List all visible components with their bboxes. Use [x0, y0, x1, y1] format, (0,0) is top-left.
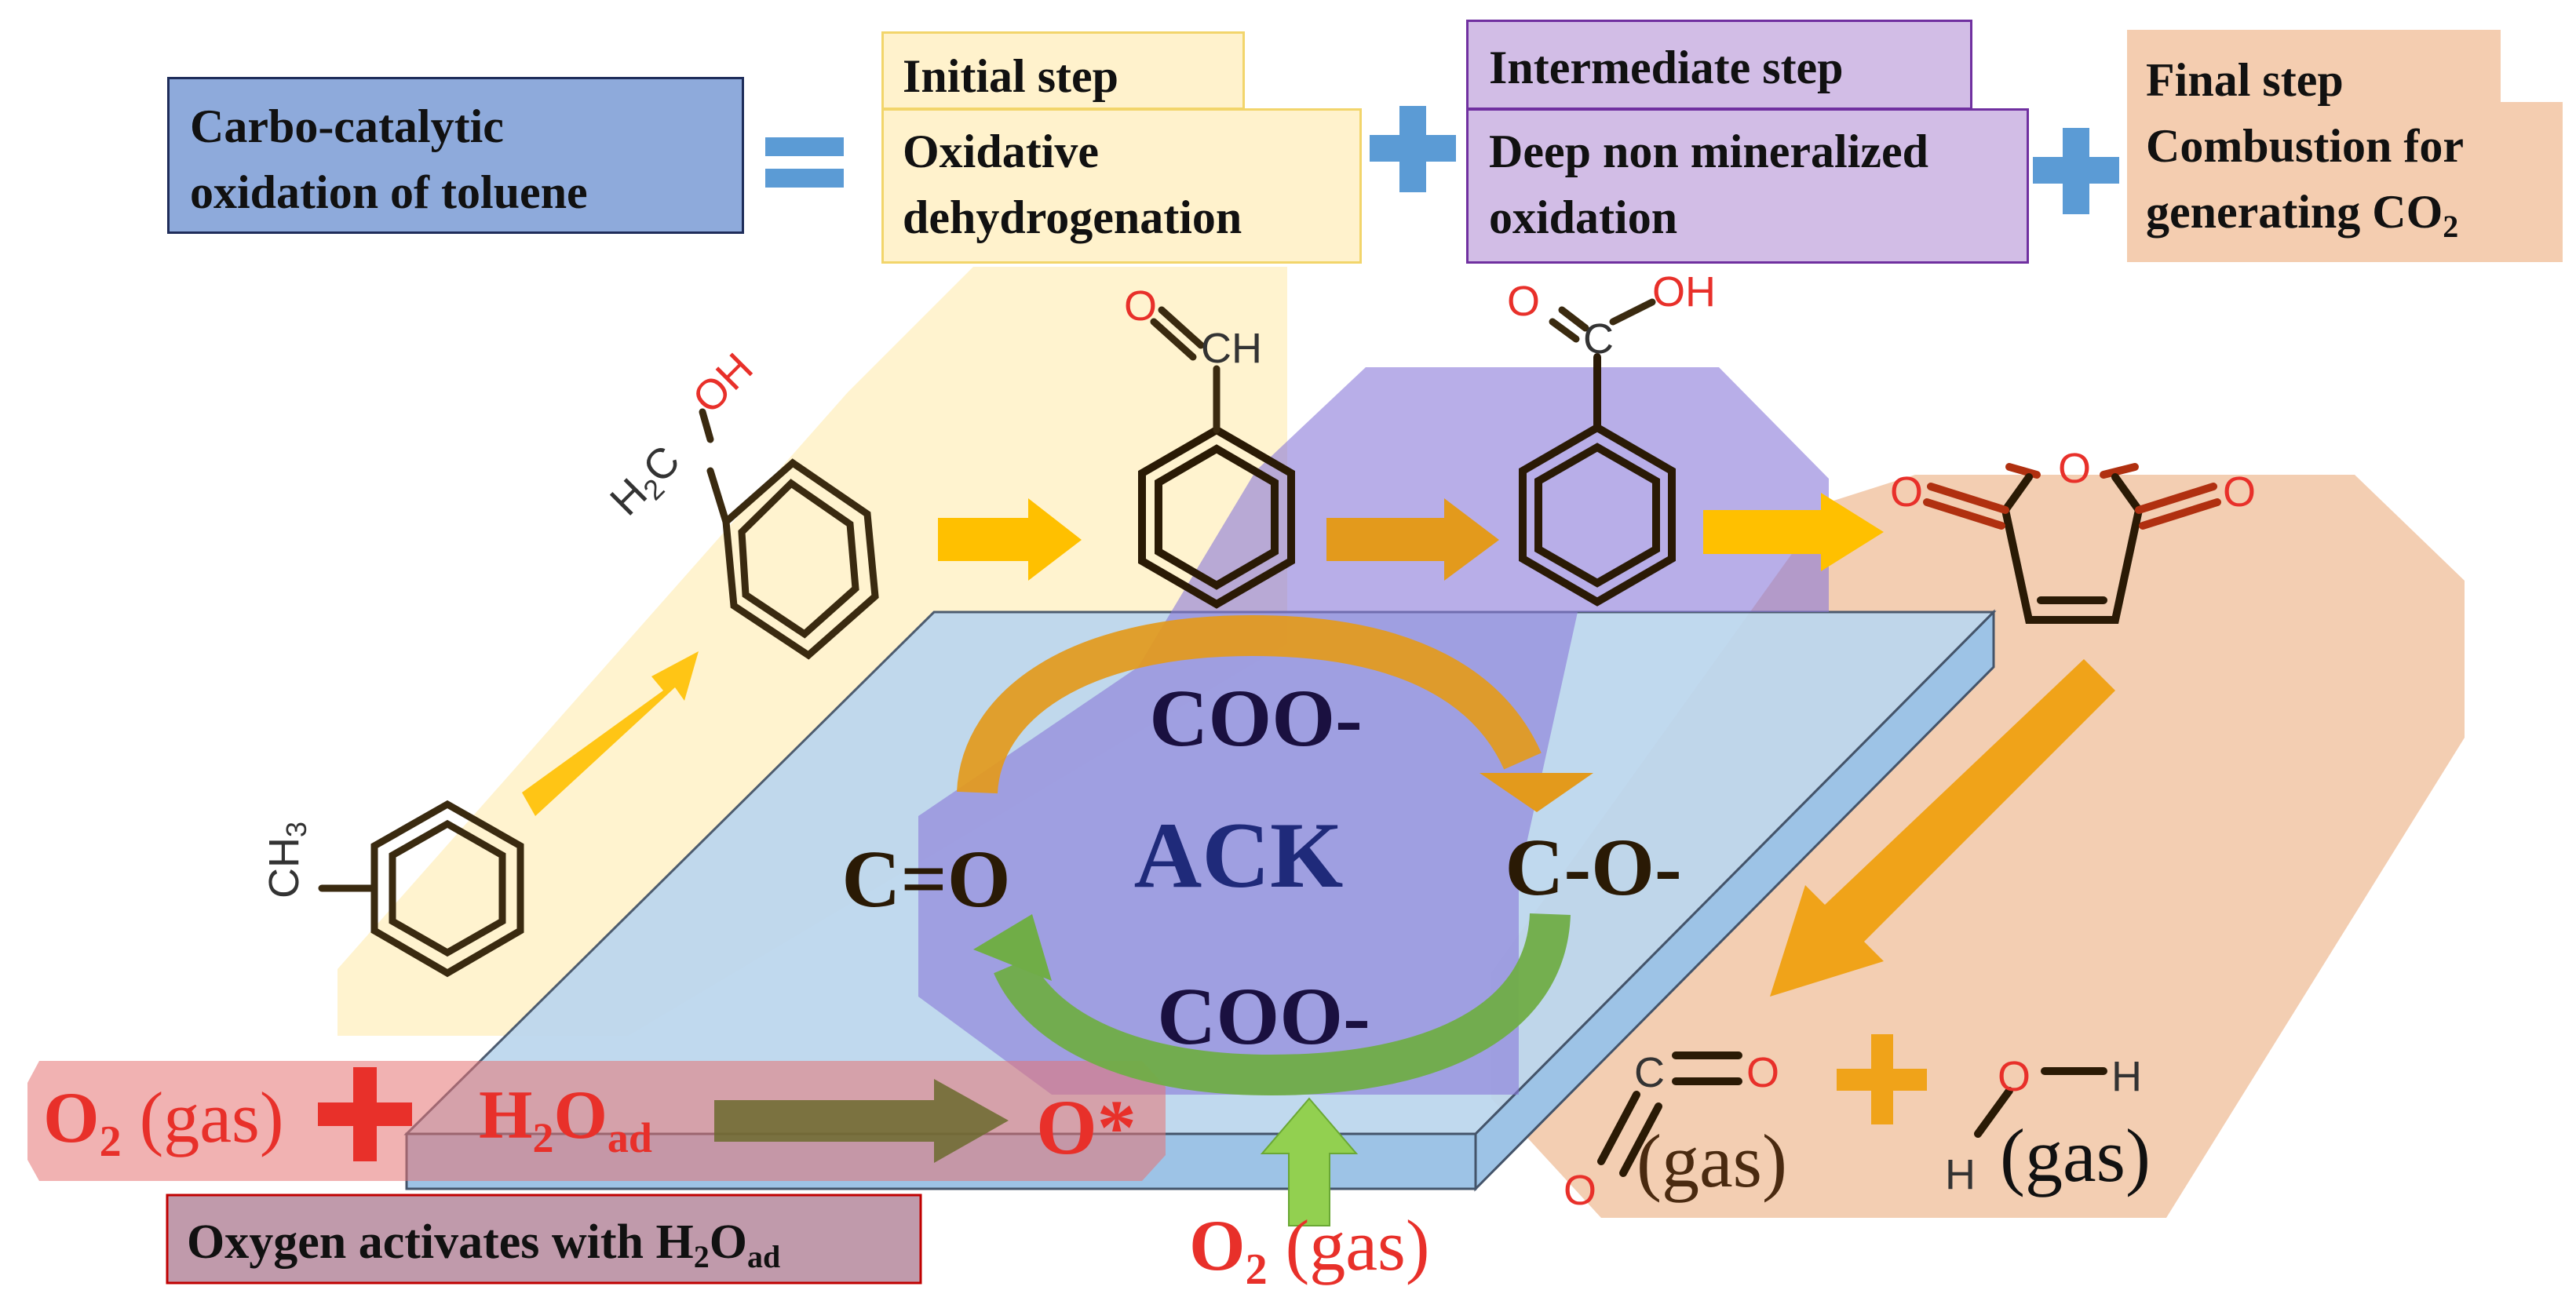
- toluene-ch3-label: CH3: [261, 822, 312, 898]
- arrow-aldehyde-to-acid: [1326, 498, 1499, 581]
- co2-gas-label: (gas): [1636, 1119, 1787, 1203]
- benzyl-oh-label: OH: [684, 344, 762, 423]
- arrow-anhydride-to-products: [1770, 659, 2115, 997]
- cycle-arrow-bottom-head: [973, 914, 1052, 981]
- toluene-molecule: CH3: [261, 800, 524, 978]
- h2o-h-bottom-label: H: [1945, 1151, 1976, 1198]
- benzyl-h2c-label: H2C: [601, 437, 692, 528]
- blue-plus-icon-2: [2033, 128, 2119, 214]
- cycle-right-co: C-O-: [1505, 822, 1681, 913]
- benzaldehyde-molecule: O CH: [1124, 282, 1295, 609]
- anhydride-left-o-label: O: [1890, 468, 1923, 516]
- arrow-alcohol-to-aldehyde: [938, 498, 1082, 581]
- final-step-line1: Combustion for: [2146, 120, 2465, 172]
- activation-caption: Oxygen activates with H2Oad: [187, 1215, 780, 1274]
- blue-plus-icon-1: [1370, 106, 1456, 192]
- activation-h2o-ad: H2Oad: [479, 1077, 652, 1161]
- activation-o2-gas: O2 (gas): [43, 1077, 283, 1166]
- benzaldehyde-ch-label: CH: [1201, 325, 1262, 372]
- benzoic-o-label: O: [1507, 278, 1540, 325]
- co2-o-bottom-label: O: [1563, 1167, 1596, 1214]
- co2-molecule: C O O (gas): [1563, 1049, 1787, 1214]
- initial-step-box: Oxidative dehydrogenation: [881, 108, 1362, 264]
- intermediate-step-line2: oxidation: [1489, 191, 1678, 243]
- oxygen-activation-band: [27, 1061, 1166, 1181]
- intermediate-step-tab: Intermediate step: [1466, 20, 1972, 110]
- anhydride-right-o-label: O: [2223, 468, 2256, 516]
- cycle-bottom-coo: COO-: [1157, 971, 1370, 1062]
- cycle-center-ack: ACK: [1134, 803, 1344, 907]
- intermediate-step-region: [918, 367, 1829, 1095]
- intermediate-step-box: Deep non mineralized oxidation: [1466, 108, 2029, 264]
- cycle-left-co: C=O: [841, 834, 1010, 924]
- h2o-gas-label: (gas): [2000, 1113, 2151, 1197]
- intermediate-step-line1: Deep non mineralized: [1489, 126, 1928, 177]
- orange-plus-icon: [1837, 1034, 1927, 1124]
- final-step-box: Final step Combustion for generating CO2: [2127, 30, 2563, 262]
- benzoic-c-label: C: [1583, 315, 1614, 363]
- main-box-line1: Carbo-catalytic: [190, 100, 504, 152]
- maleic-anhydride-molecule: O O O: [1890, 445, 2256, 624]
- benzoic-oh-label: OH: [1652, 268, 1716, 315]
- activation-caption-box: [166, 1194, 922, 1285]
- arrow-h2o-to-o-star: [714, 1079, 1009, 1163]
- co2-c-label: C: [1634, 1049, 1665, 1096]
- final-step-tab-label: Final step: [2146, 54, 2344, 106]
- benzoic-acid-molecule: O C OH: [1507, 268, 1716, 607]
- h2o-h-top-label: H: [2111, 1053, 2142, 1100]
- final-step-line2: generating CO2: [2146, 186, 2459, 244]
- main-process-box: Carbo-catalytic oxidation of toluene: [167, 77, 744, 234]
- anhydride-ring-o-label: O: [2058, 445, 2091, 492]
- initial-step-tab: Initial step: [881, 31, 1245, 110]
- cycle-top-coo: COO-: [1149, 673, 1363, 764]
- intermediate-step-tab-label: Intermediate step: [1489, 42, 1844, 93]
- arrow-acid-to-anhydride: [1703, 493, 1884, 571]
- cycle-arrow-top-head: [1480, 773, 1593, 812]
- main-box-line2: oxidation of toluene: [190, 166, 588, 218]
- benzaldehyde-o-label: O: [1124, 282, 1157, 330]
- red-plus-icon: [318, 1067, 412, 1161]
- bottom-o2-gas: O2 (gas): [1189, 1205, 1429, 1294]
- initial-step-tab-label: Initial step: [903, 50, 1119, 102]
- initial-step-line1: Oxidative: [903, 126, 1099, 177]
- arrow-toluene-to-alcohol: [522, 651, 699, 816]
- final-step-notch: [2501, 30, 2563, 102]
- equals-icon: [765, 137, 844, 188]
- initial-step-line2: dehydrogenation: [903, 191, 1242, 243]
- activation-o-star: O*: [1036, 1084, 1137, 1171]
- cycle-arrow-bottom: [994, 913, 1571, 1096]
- cycle-arrow-top: [957, 614, 1542, 795]
- arrow-o2-upward: [1260, 1097, 1359, 1226]
- h2o-molecule: O H H (gas): [1945, 1053, 2151, 1198]
- co2-o-top-label: O: [1746, 1049, 1779, 1096]
- h2o-o-label: O: [1998, 1053, 2031, 1100]
